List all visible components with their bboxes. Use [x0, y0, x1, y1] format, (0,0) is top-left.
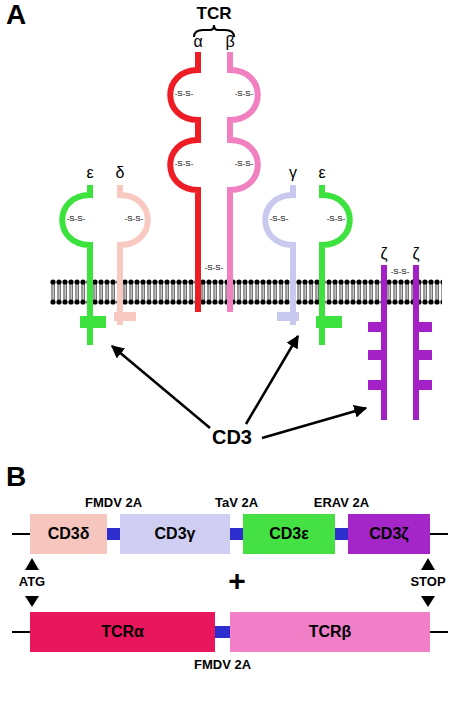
disulfide-bond: -S-S-	[170, 90, 198, 99]
cd3-zeta-chain	[413, 265, 419, 420]
position-triangle	[25, 558, 39, 570]
position-triangle	[421, 596, 435, 607]
itam-block	[368, 322, 385, 332]
panel-letter: B	[1, 462, 31, 493]
itam-block	[415, 380, 432, 390]
linker-peptide	[335, 528, 348, 540]
linker-peptide	[230, 528, 243, 540]
plus-sign: +	[222, 564, 252, 597]
codon-label: STOP	[403, 575, 453, 589]
disulfide-bond: -S-S-	[200, 264, 228, 273]
linker-peptide	[215, 626, 230, 638]
gene-name: TCRβ	[309, 623, 352, 641]
disulfide-bond: -S-S-	[170, 160, 198, 169]
linker-label: FMDV 2A	[69, 496, 159, 510]
disulfide-bond: -S-S-	[265, 215, 293, 224]
chain-label: ζ	[406, 245, 426, 263]
linker-peptide	[107, 528, 120, 540]
chain-label: α	[188, 33, 208, 51]
itam-block	[415, 350, 432, 360]
disulfide-bond: -S-S-	[230, 160, 258, 169]
itam-block	[415, 322, 432, 332]
itam-block	[80, 316, 106, 328]
cd3-zeta-chain	[381, 265, 387, 420]
position-triangle	[421, 558, 435, 570]
gene-box: CD3γ	[120, 514, 230, 554]
disulfide-bond: -S-S-	[120, 215, 148, 224]
position-triangle	[25, 596, 39, 607]
gene-box: CD3ε	[243, 514, 335, 554]
chain-label: δ	[110, 164, 130, 182]
gene-name: CD3ε	[269, 525, 309, 543]
gene-name: TCRα	[101, 623, 144, 641]
itam-block	[316, 316, 342, 328]
pointer-arrow	[112, 346, 210, 428]
itam-block	[368, 380, 385, 390]
linker-label: TaV 2A	[192, 496, 282, 510]
vector-stub	[430, 631, 448, 633]
chain-label: ε	[80, 164, 100, 182]
gene-box: TCRα	[30, 612, 215, 652]
gene-name: CD3δ	[48, 525, 90, 543]
chain-label: γ	[283, 164, 303, 182]
vector-stub	[12, 631, 30, 633]
disulfide-bond: -S-S-	[62, 215, 90, 224]
gene-box: TCRβ	[230, 612, 430, 652]
pointer-arrow	[246, 336, 298, 424]
itam-block	[368, 350, 385, 360]
complex-label: CD3	[202, 426, 262, 448]
gene-name: CD3γ	[155, 525, 196, 543]
tcr-beta-chain	[230, 52, 258, 312]
gene-box: CD3ζ	[348, 514, 430, 554]
chain-label: β	[220, 33, 240, 51]
cd3-delta-chain	[120, 185, 148, 325]
panel-letter: A	[1, 0, 31, 31]
complex-label: TCR	[184, 5, 244, 24]
chain-label: ζ	[374, 245, 394, 263]
linker-label: FMDV 2A	[178, 658, 268, 672]
disulfide-bond: -S-S-	[230, 90, 258, 99]
disulfide-bond: -S-S-	[322, 215, 350, 224]
gene-box: CD3δ	[30, 514, 107, 554]
pointer-arrow	[262, 408, 366, 438]
chain-label: ε	[312, 164, 332, 182]
cd3-gamma-chain	[265, 185, 293, 325]
vector-stub	[12, 533, 30, 535]
vector-stub	[430, 533, 448, 535]
tcr-alpha-chain	[170, 52, 198, 312]
codon-label: ATG	[10, 575, 54, 589]
linker-label: ERAV 2A	[297, 496, 387, 510]
disulfide-bond: -S-S-	[386, 268, 414, 277]
gene-name: CD3ζ	[369, 525, 408, 543]
itam-block	[277, 312, 299, 321]
itam-block	[114, 312, 136, 321]
